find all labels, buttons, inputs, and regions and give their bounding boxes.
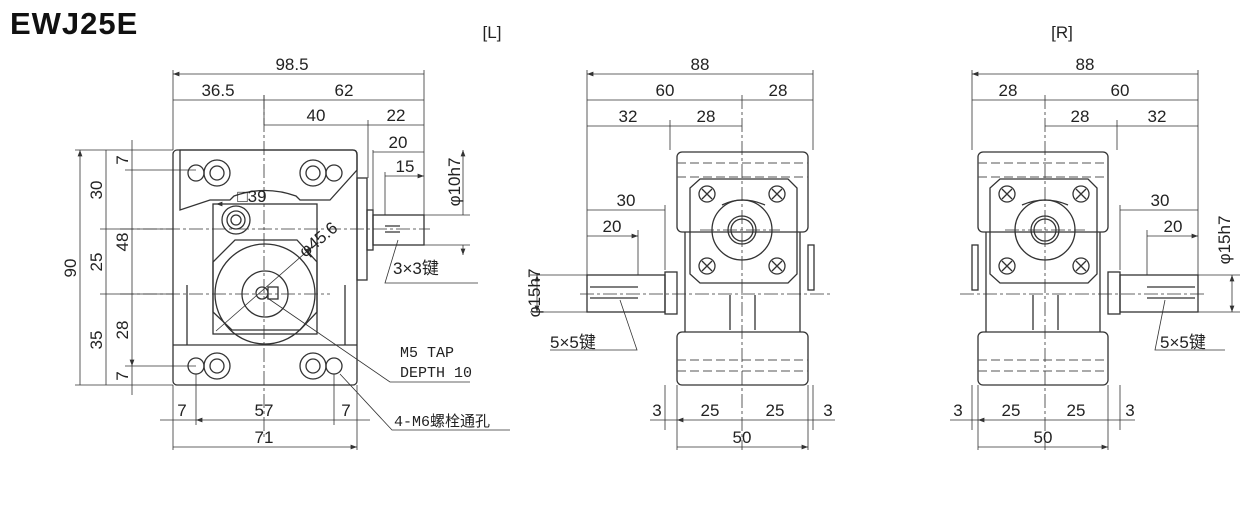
dim-32: 32 [1148,107,1167,126]
dim-3-right: 3 [1125,401,1134,420]
dim-36-5: 36.5 [201,81,234,100]
dim-15: 15 [396,157,415,176]
center-lines [960,95,1205,450]
dimension-lines [950,70,1240,450]
key-label-5x5: 5×5键 [550,333,596,352]
dim-phi45-6: φ45.6 [295,218,341,261]
dim-20: 20 [1164,217,1183,236]
dim-60: 60 [656,81,675,100]
dim-50: 50 [1034,428,1053,447]
tap-label: M5 TAP [400,345,454,362]
key-label-3x3: 3×3键 [393,259,439,278]
output-shaft [971,244,1199,315]
dim-90: 90 [61,259,80,278]
dim-7-top: 7 [113,155,132,164]
dimension-lines [75,70,510,450]
dim-35: 35 [87,331,106,350]
dim-60: 60 [1111,81,1130,100]
dim-7-right: 7 [341,401,350,420]
dim-88: 88 [1076,55,1095,74]
dim-22: 22 [387,106,406,125]
housing-outline [172,149,358,386]
view-label-l: [L] [483,23,502,42]
front-view: 98.5 36.5 62 40 22 20 15 φ10h7 90 30 25 … [61,55,510,450]
dim-62: 62 [335,81,354,100]
dim-28: 28 [113,321,132,340]
key-label-5x5: 5×5键 [1160,333,1206,352]
dim-25-right: 25 [1067,401,1086,420]
dim-25: 25 [87,253,106,272]
view-label-r: [R] [1051,23,1073,42]
tap-depth-label: DEPTH 10 [400,365,472,382]
housing-outline [676,151,809,386]
dim-50: 50 [733,428,752,447]
dim-20: 20 [389,133,408,152]
dim-phi15h7: φ15h7 [1215,216,1234,265]
dim-3-left: 3 [652,401,661,420]
dim-57: 57 [255,401,274,420]
dim-30: 30 [1151,191,1170,210]
dim-phi15h7: φ15h7 [525,269,544,318]
right-side-view: [R] [950,23,1240,450]
dim-20: 20 [603,217,622,236]
dim-32: 32 [619,107,638,126]
dim-30: 30 [617,191,636,210]
center-lines [580,95,832,450]
dim-3-right: 3 [823,401,832,420]
dim-3-left: 3 [953,401,962,420]
dim-7-left: 7 [177,401,186,420]
dim-square-39: □39 [237,187,266,206]
model-title: EWJ25E [10,6,139,41]
dim-25-left: 25 [701,401,720,420]
dim-28: 28 [697,107,716,126]
left-side-view: [L] [483,23,835,450]
output-shaft [586,244,815,315]
center-lines [120,95,430,440]
dim-40: 40 [307,106,326,125]
dim-28: 28 [1071,107,1090,126]
dim-88: 88 [691,55,710,74]
dim-25-right: 25 [766,401,785,420]
dim-phi10h7: φ10h7 [445,158,464,207]
screw-icons [698,185,786,275]
dim-71: 71 [255,428,274,447]
dim-28-top: 28 [999,81,1018,100]
dim-28-top: 28 [769,81,788,100]
dim-30: 30 [87,181,106,200]
dim-25-left: 25 [1002,401,1021,420]
bolt-holes-label: 4-M6螺栓通孔 [394,413,490,431]
dimension-lines [530,70,835,450]
dim-7-bottom: 7 [113,371,132,380]
dim-48: 48 [113,233,132,252]
dim-98-5: 98.5 [275,55,308,74]
